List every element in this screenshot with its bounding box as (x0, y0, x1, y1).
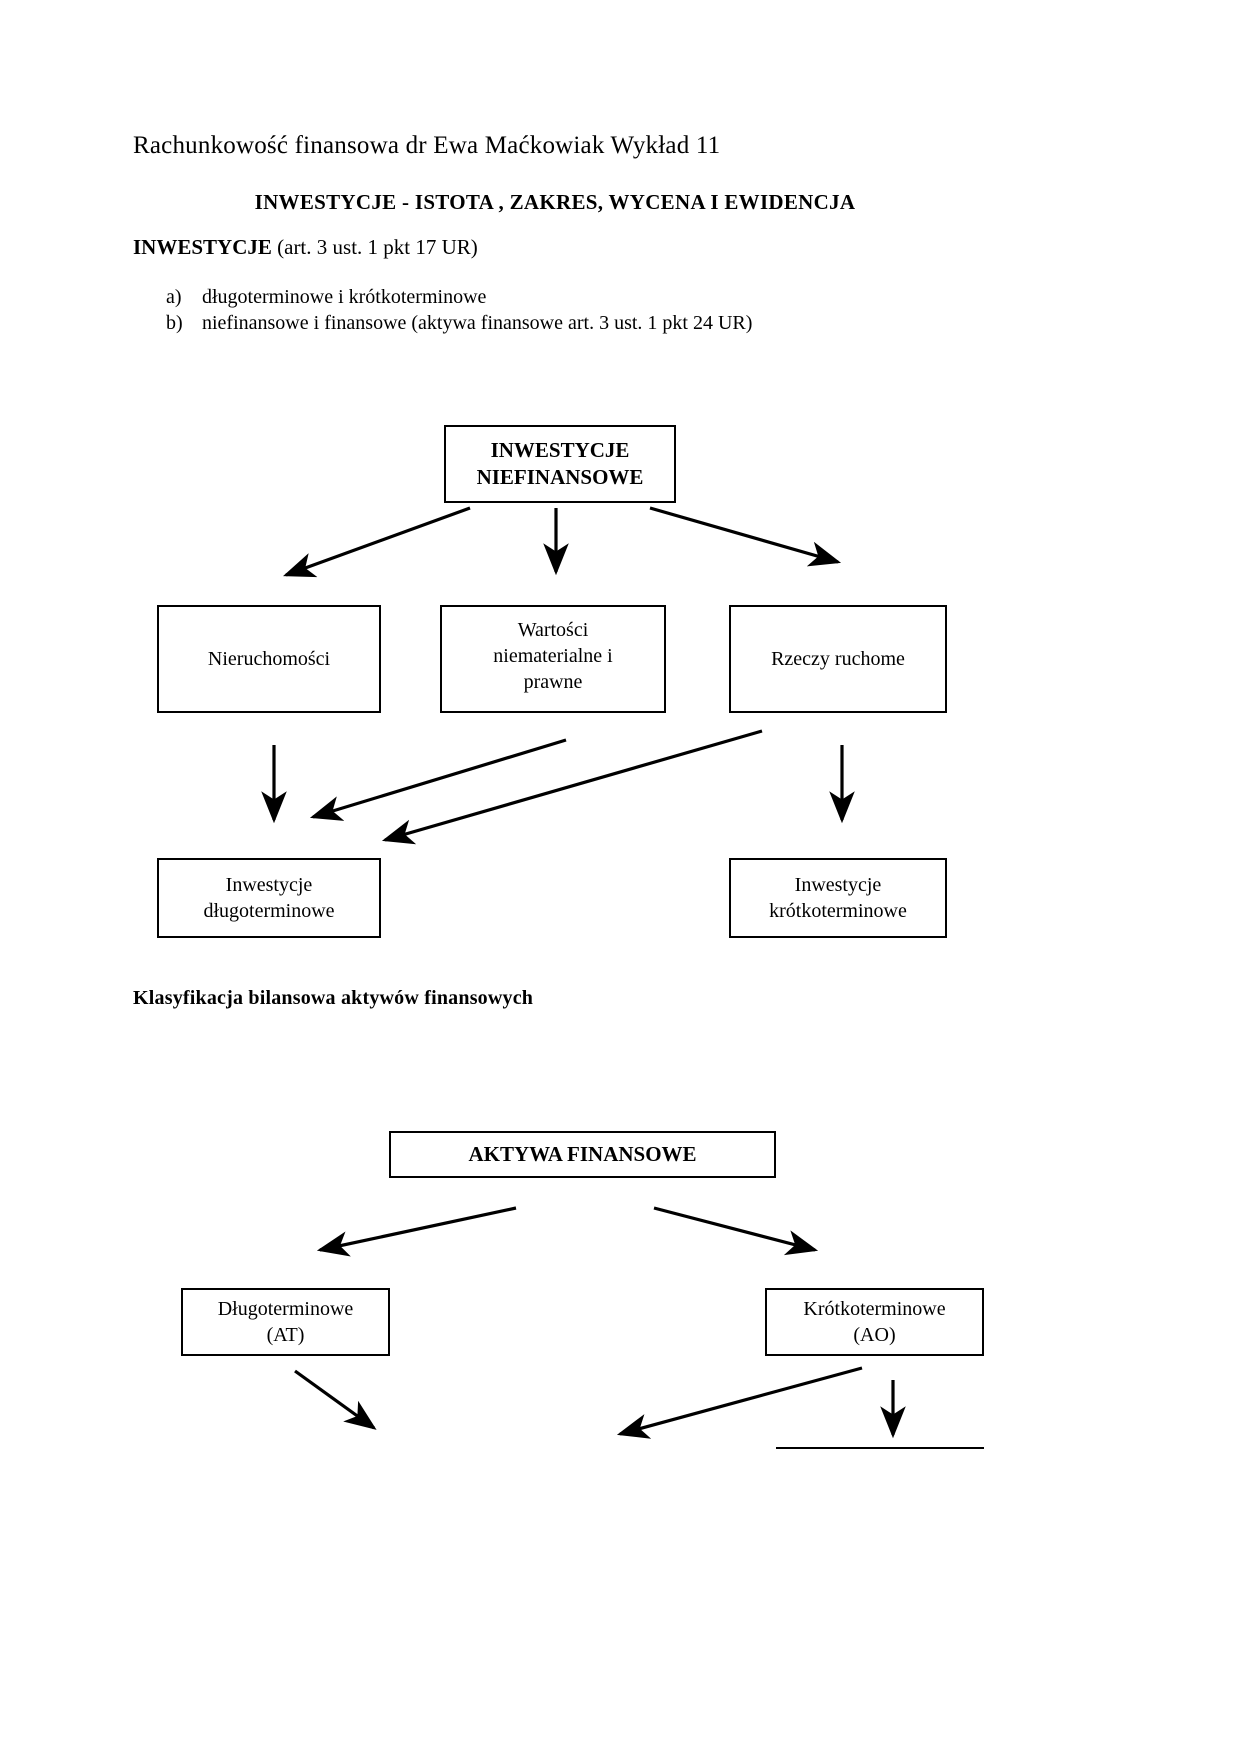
diagram1-node-label-line2: niematerialne i (493, 645, 613, 667)
list-item-marker: b) (166, 312, 183, 334)
subsection-heading: Klasyfikacja bilansowa aktywów finansowy… (133, 987, 534, 1009)
arrow-aktywa-to-dlugoterminowe (316, 1206, 517, 1257)
diagram1-node-rzeczy-ruchome: Rzeczy ruchome (729, 605, 947, 713)
diagram1-node-label: Nieruchomości (207, 648, 331, 670)
arrow-dlugoterminowe-leader (294, 1369, 377, 1430)
list-item: a) długoterminowe i krótkoterminowe (166, 284, 752, 310)
diagram2-node-line1: Długoterminowe (217, 1298, 354, 1320)
lead-reference: (art. 3 ust. 1 pkt 17 UR) (271, 235, 478, 259)
arrow-root-to-nieruchomosci (282, 506, 471, 578)
diagram2-node-dlugoterminowe: Długoterminowe (AT) (181, 1288, 390, 1356)
diagram2-root-box: AKTYWA FINANSOWE (389, 1131, 776, 1178)
list-item-label: niefinansowe i finansowe (aktywa finanso… (202, 312, 753, 334)
list-item-marker: a) (166, 286, 182, 308)
lead-paragraph: INWESTYCJE (art. 3 ust. 1 pkt 17 UR) (133, 235, 478, 260)
diagram1-node-label-line3: prawne (523, 671, 583, 693)
diagram2-node-krotkoterminowe: Krótkoterminowe (AO) (765, 1288, 984, 1356)
diagram1-outcome-line2: długoterminowe (203, 900, 335, 922)
diagram1-outcome-krotkoterminowe: Inwestycje krótkoterminowe (729, 858, 947, 938)
arrow-krotkoterminowe-leader-left (616, 1366, 863, 1439)
investment-list: a) długoterminowe i krótkoterminowe b) n… (166, 284, 752, 336)
bottom-underline-stub (776, 1447, 984, 1449)
diagram2-node-line1: Krótkoterminowe (803, 1298, 946, 1320)
arrow-root-to-rzeczy (649, 506, 842, 567)
arrow-rzeczy-to-dlugoterminowe (381, 729, 763, 845)
diagram1-outcome-line1: Inwestycje (794, 874, 882, 896)
arrow-wartosci-to-dlugoterminowe (309, 738, 567, 821)
diagram1-node-wartosci-niematerialne: Wartości niematerialne i prawne (440, 605, 666, 713)
list-item-label: długoterminowe i krótkoterminowe (202, 286, 487, 308)
diagram1-node-label-line1: Wartości (517, 619, 589, 641)
diagram1-node-nieruchomosci: Nieruchomości (157, 605, 381, 713)
diagram1-node-label: Rzeczy ruchome (771, 648, 905, 670)
arrow-aktywa-to-krotkoterminowe (653, 1206, 819, 1256)
diagram1-root-line1: INWESTYCJE (490, 438, 630, 462)
section-title: INWESTYCJE - ISTOTA , ZAKRES, WYCENA I E… (254, 190, 856, 214)
page-header-title: Rachunkowość finansowa dr Ewa Maćkowiak … (133, 132, 721, 159)
diagram2-node-line2: (AO) (853, 1324, 896, 1346)
diagram1-outcome-line2: krótkoterminowe (769, 900, 907, 922)
lead-bold-term: INWESTYCJE (133, 235, 272, 259)
list-item: b) niefinansowe i finansowe (aktywa fina… (166, 310, 752, 336)
diagram1-root-line2: NIEFINANSOWE (476, 465, 644, 489)
diagram1-outcome-line1: Inwestycje (225, 874, 313, 896)
diagram1-root-box: INWESTYCJE NIEFINANSOWE (444, 425, 676, 503)
diagram2-node-line2: (AT) (266, 1324, 305, 1346)
diagram2-root-label: AKTYWA FINANSOWE (468, 1142, 697, 1166)
diagram1-outcome-dlugoterminowe: Inwestycje długoterminowe (157, 858, 381, 938)
